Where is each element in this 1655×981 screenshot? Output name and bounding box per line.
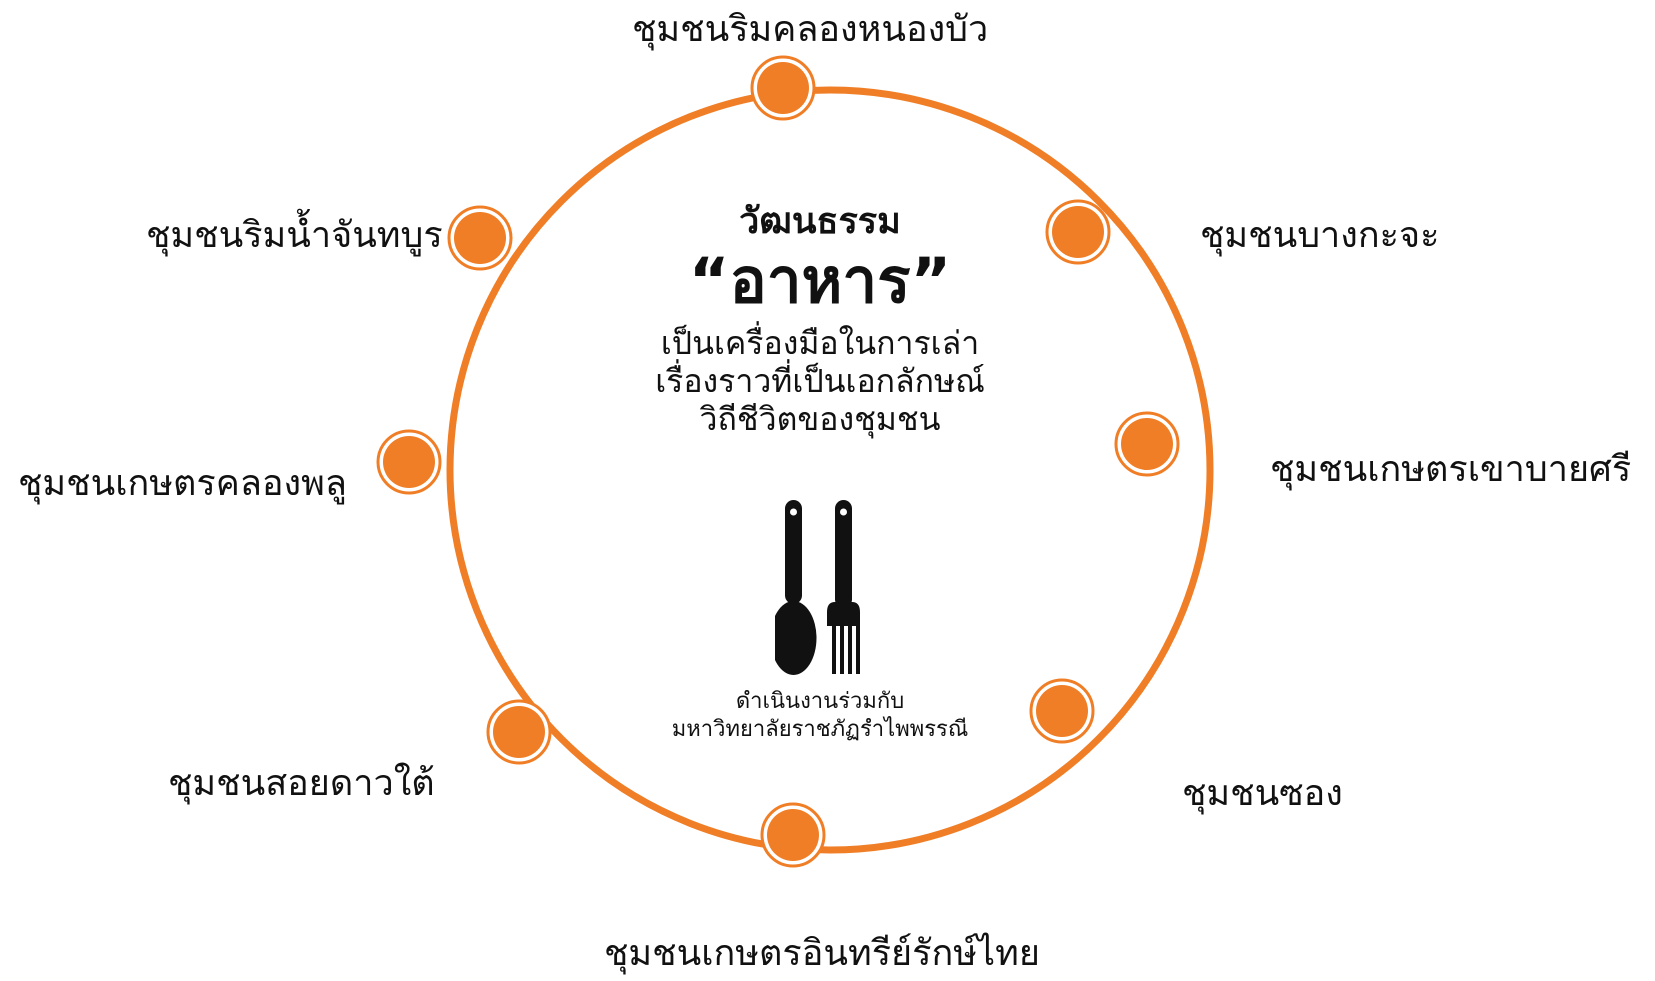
community-node xyxy=(1121,418,1173,470)
community-label-song: ชุมชนซอง xyxy=(1182,773,1343,814)
center-heading: วัฒนธรรม xyxy=(739,201,901,242)
ring-circle xyxy=(446,86,1214,854)
community-node xyxy=(454,212,506,264)
community-label-khao-baisri: ชุมชนเกษตรเขาบายศรี xyxy=(1270,449,1632,490)
spoon-and-fork-icon xyxy=(775,500,860,675)
community-nodes xyxy=(376,55,1180,868)
community-label-khlong-phlu: ชุมชนเกษตรคลองพลู xyxy=(18,463,347,504)
center-title: “อาหาร” xyxy=(688,244,952,317)
community-node xyxy=(383,436,435,488)
spoon-icon xyxy=(775,500,817,675)
community-label-soi-dao-tai: ชุมชนสอยดาวใต้ xyxy=(168,763,435,804)
community-node xyxy=(757,62,809,114)
center-description: เป็นเครื่องมือในการเล่า เรื่องราวที่เป็น… xyxy=(540,324,1100,438)
community-node xyxy=(1036,685,1088,737)
community-label-chanthaburi: ชุมชนริมน้ำจันทบูร xyxy=(146,215,443,256)
community-label-rak-thai: ชุมชนเกษตรอินทรีย์รักษ์ไทย xyxy=(604,933,1040,974)
community-node xyxy=(1052,206,1104,258)
community-label-nong-bua: ชุมชนริมคลองหนองบัว xyxy=(632,9,989,50)
description-line: เรื่องราวที่เป็นเอกลักษณ์ xyxy=(655,362,985,400)
community-node xyxy=(493,706,545,758)
credit-line: มหาวิทยาลัยราชภัฏรำไพพรรณี xyxy=(671,717,969,742)
community-label-bang-kacha: ชุมชนบางกะจะ xyxy=(1200,215,1440,256)
credit-line: ดำเนินงานร่วมกับ xyxy=(735,689,905,714)
center-message: วัฒนธรรม “อาหาร” เป็นเครื่องมือในการเล่า… xyxy=(540,200,1100,438)
description-line: วิถีชีวิตของชุมชน xyxy=(699,400,941,438)
community-node xyxy=(767,809,819,861)
partner-credit: ดำเนินงานร่วมกับ มหาวิทยาลัยราชภัฏรำไพพร… xyxy=(560,688,1080,744)
description-line: เป็นเครื่องมือในการเล่า xyxy=(660,324,980,362)
fork-icon xyxy=(827,500,860,674)
